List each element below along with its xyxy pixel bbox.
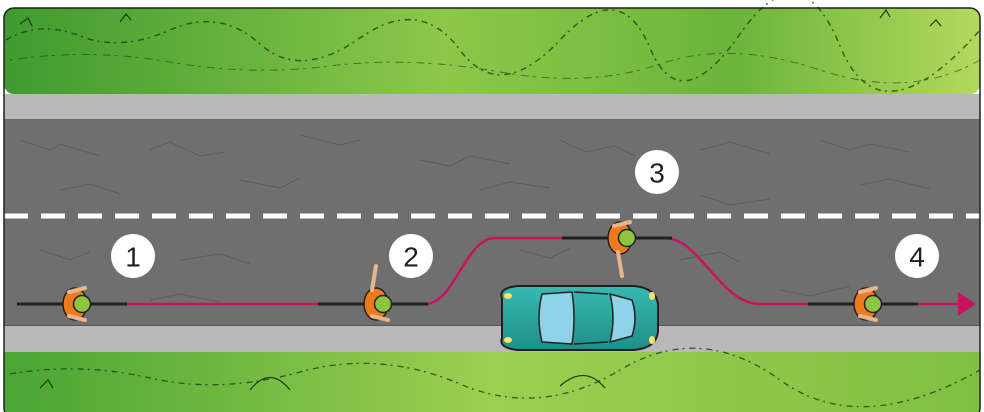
step-badge-3: 3 [635, 150, 679, 194]
car-topdown-icon [501, 286, 658, 350]
step-number: 3 [649, 158, 665, 189]
step-badge-4: 4 [895, 234, 939, 278]
step-badge-2: 2 [389, 234, 433, 278]
step-badge-1: 1 [111, 234, 155, 278]
top-grass [4, 0, 980, 94]
bottom-sidewalk [4, 326, 980, 352]
road [4, 120, 980, 326]
bottom-grass [4, 348, 980, 412]
step-number: 4 [909, 242, 925, 273]
step-number: 2 [403, 242, 419, 273]
step-number: 1 [125, 242, 141, 273]
top-sidewalk [4, 94, 980, 120]
